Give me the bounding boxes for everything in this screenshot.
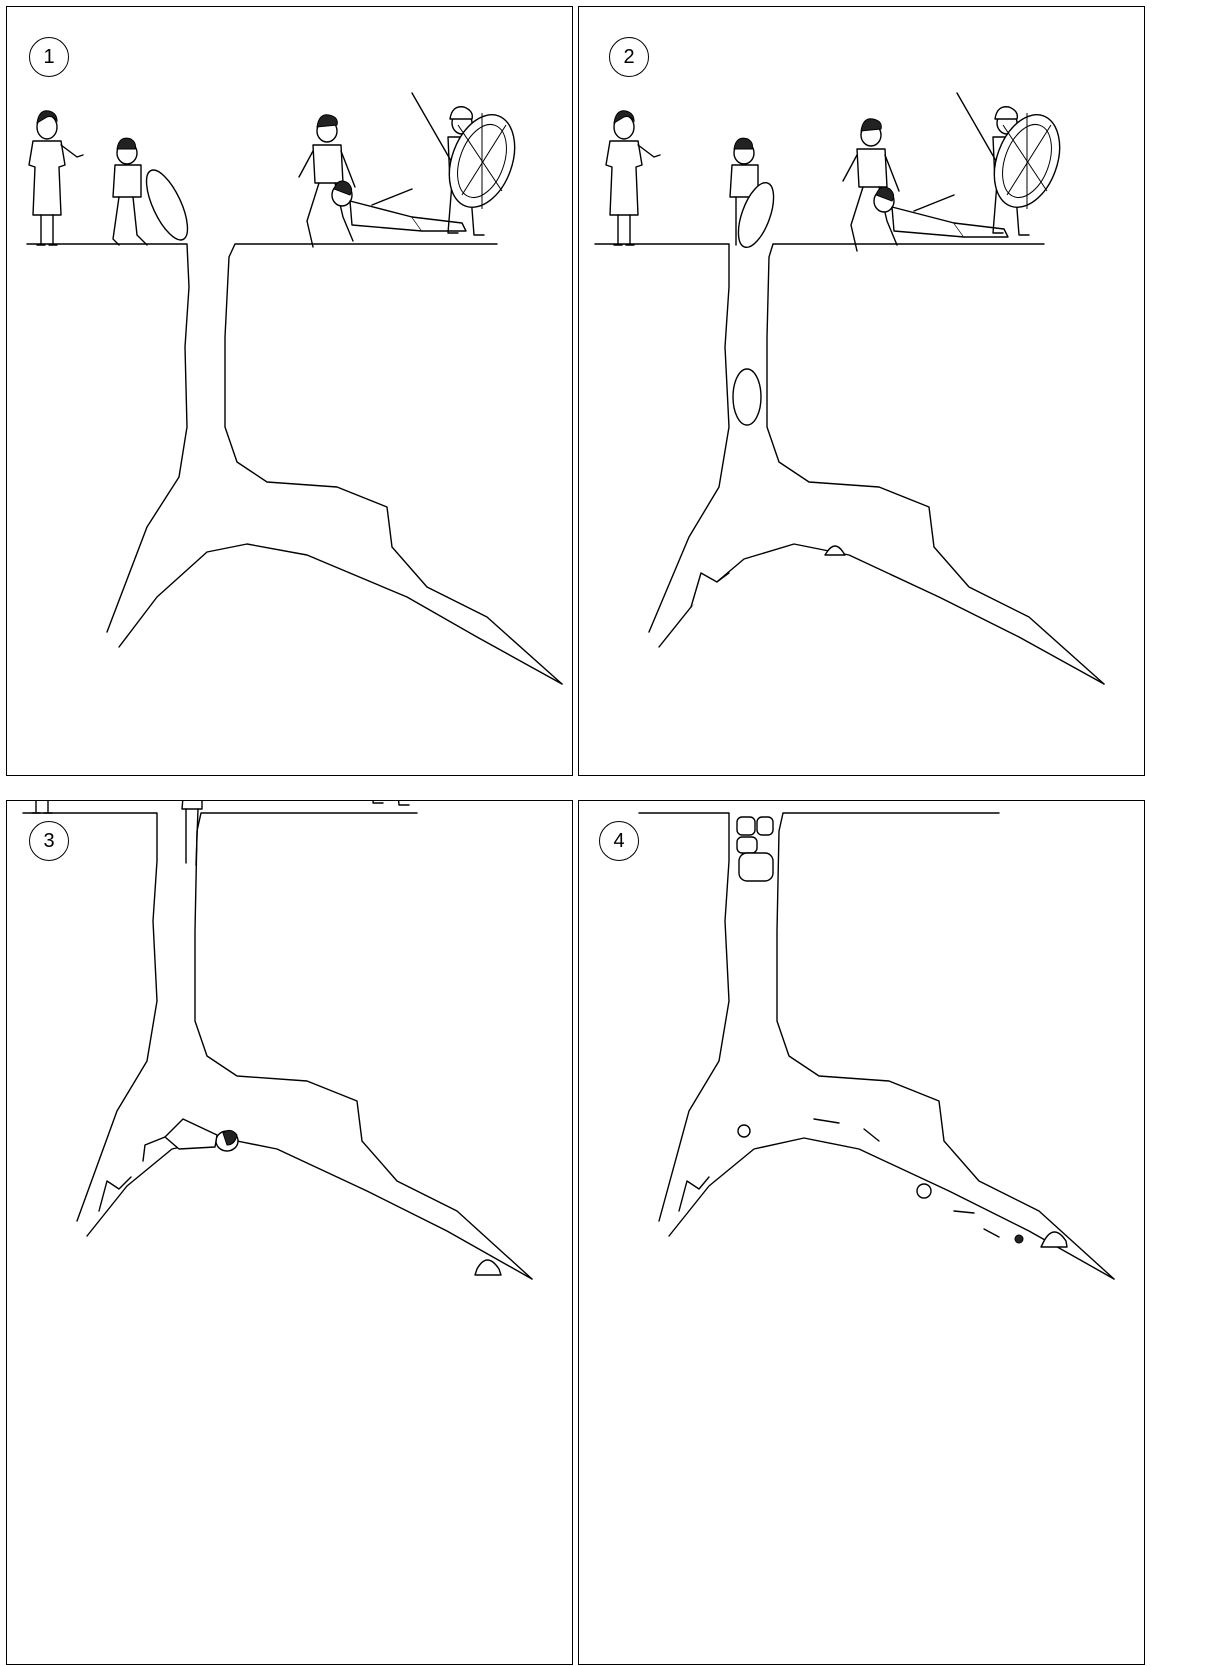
cave-shaft-left-wall bbox=[27, 244, 189, 632]
panel-3-illustration bbox=[7, 801, 574, 1666]
panel-1-illustration bbox=[7, 7, 574, 777]
boulder-icon bbox=[737, 817, 773, 881]
cave-shaft-right-wall bbox=[225, 244, 562, 684]
fallen-body-figure bbox=[143, 1119, 238, 1161]
woman-figure bbox=[29, 111, 83, 245]
dragging-man-figure bbox=[299, 115, 355, 247]
man-with-shield bbox=[113, 138, 196, 245]
panel-2: 2 bbox=[578, 6, 1145, 776]
body-figure bbox=[332, 181, 466, 231]
falling-shield-icon bbox=[733, 369, 761, 425]
panel-2-illustration bbox=[579, 7, 1146, 777]
panel-4-illustration bbox=[579, 801, 1146, 1666]
panel-3: 3 bbox=[6, 800, 573, 1665]
soldier-figure bbox=[412, 93, 527, 235]
shield-icon bbox=[138, 165, 195, 246]
panel-1: 1 bbox=[6, 6, 573, 776]
cave-floor-mound bbox=[119, 544, 562, 684]
broken-shield-icon bbox=[691, 573, 729, 607]
body-remains-icon bbox=[825, 546, 845, 555]
panel-4: 4 bbox=[578, 800, 1145, 1665]
